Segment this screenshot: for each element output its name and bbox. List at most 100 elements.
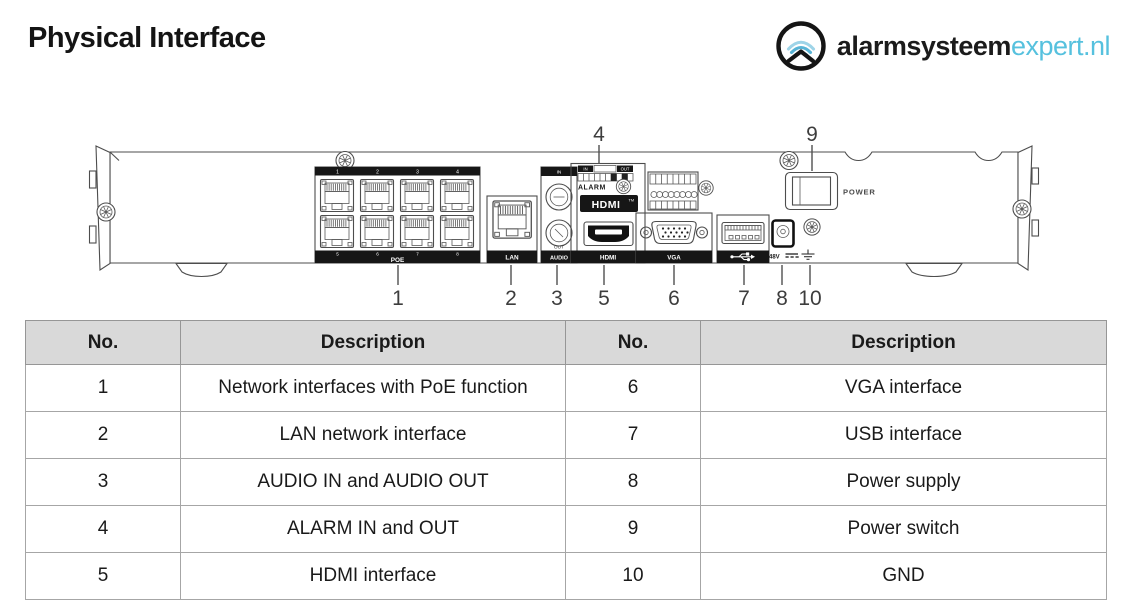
- usb-port-group: [716, 214, 770, 264]
- audio-out-label: OUT: [554, 245, 564, 251]
- chassis-foot: [904, 262, 964, 278]
- cell-description: GND: [700, 552, 1107, 600]
- power-switch: [791, 176, 832, 206]
- power-voltage-label: 48V: [769, 255, 780, 261]
- rj45-port: [359, 214, 395, 249]
- rj45-port: [439, 178, 475, 213]
- page-title: Physical Interface: [28, 22, 266, 54]
- dc-icon: [785, 253, 799, 258]
- alarm-label: ALARM: [578, 185, 606, 192]
- screw-icon: [1012, 199, 1032, 219]
- brand-logo-icon: [776, 21, 826, 71]
- callout-8: 8: [776, 287, 788, 310]
- wifi-arc-middle: [789, 45, 812, 55]
- alarm-hdmi-group: IN OUT ALARM HDMI TM HDMI: [570, 162, 646, 264]
- cell-no: 8: [565, 458, 701, 506]
- brand-logo: alarmsysteemexpert.nl: [774, 19, 1111, 73]
- rj45-port: [319, 214, 355, 249]
- poe-port-number: 8: [456, 252, 459, 257]
- chassis-foot: [174, 262, 229, 278]
- cell-no: 5: [25, 552, 181, 600]
- header-no-left: No.: [25, 320, 181, 365]
- rj45-port: [359, 178, 395, 213]
- cell-description: Power switch: [700, 505, 1107, 553]
- vga-label: VGA: [667, 255, 681, 262]
- poe-port-number: 7: [416, 252, 419, 257]
- callout-2: 2: [505, 287, 517, 310]
- callout-4: 4: [593, 123, 605, 146]
- callout-1: 1: [392, 287, 404, 310]
- usb-port: [721, 221, 765, 245]
- power-supply-group: 48V: [769, 218, 821, 261]
- header-no-right: No.: [565, 320, 701, 365]
- callout-3: 3: [551, 287, 563, 310]
- callout-6: 6: [668, 287, 680, 310]
- poe-port-number: 6: [376, 252, 379, 257]
- screw-icon: [96, 202, 116, 222]
- hdmi-badge-label: HDMI: [592, 199, 621, 211]
- poe-ports-group: 1 2 3 4 5 6 7 8 POE: [314, 166, 481, 264]
- cell-description: ALARM IN and OUT: [180, 505, 566, 553]
- cell-no: 4: [25, 505, 181, 553]
- rj45-port: [492, 200, 532, 239]
- poe-port-number: 1: [336, 170, 339, 176]
- power-switch-group: POWER: [784, 171, 876, 211]
- callout-5: 5: [598, 287, 610, 310]
- cell-no: 1: [25, 364, 181, 412]
- cell-description: Power supply: [700, 458, 1107, 506]
- table-header-row: No. Description No. Description: [25, 320, 1107, 365]
- vga-port-group: VGA: [635, 212, 713, 264]
- table-row: 2 LAN network interface 7 USB interface: [25, 411, 1107, 459]
- alarm-out-label: OUT: [621, 167, 630, 172]
- usb-icon: [730, 252, 755, 262]
- cell-no: 3: [25, 458, 181, 506]
- table-row: 3 AUDIO IN and AUDIO OUT 8 Power supply: [25, 458, 1107, 506]
- power-switch-label: POWER: [843, 188, 876, 197]
- table-row: 1 Network interfaces with PoE function 6…: [25, 364, 1107, 412]
- cell-no: 10: [565, 552, 701, 600]
- brand-wordmark: alarmsysteemexpert.nl: [836, 30, 1111, 62]
- interface-description-table: No. Description No. Description 1 Networ…: [25, 320, 1107, 600]
- lan-port-group: LAN: [486, 195, 538, 264]
- poe-port-number: 2: [376, 170, 379, 176]
- header-description-left: Description: [180, 320, 566, 365]
- header-description-right: Description: [700, 320, 1107, 365]
- hdmi-badge-tm: TM: [629, 199, 634, 203]
- rj45-port: [319, 178, 355, 213]
- cell-no: 6: [565, 364, 701, 412]
- audio-in-label: IN: [557, 170, 562, 176]
- device-rear-panel-diagram: 1 2 3 4 5 6 7 8 POE LAN: [88, 123, 1040, 310]
- audio-ports-group: IN OUT AUDIO: [540, 166, 578, 264]
- alarm-in-label: IN: [583, 167, 587, 172]
- rj45-port: [399, 178, 435, 213]
- audio-label: AUDIO: [550, 256, 569, 262]
- cell-no: 7: [565, 411, 701, 459]
- callout-numbers: 4 9 1 2 3 5 6 7 8 10: [392, 123, 822, 310]
- lan-label: LAN: [505, 255, 519, 262]
- screw-icon: [779, 150, 799, 171]
- cell-no: 2: [25, 411, 181, 459]
- callout-7: 7: [738, 287, 750, 310]
- vga-connector: [651, 220, 697, 245]
- hdmi-logo-badge: [580, 195, 638, 212]
- rj45-port: [439, 214, 475, 249]
- cell-description: Network interfaces with PoE function: [180, 364, 566, 412]
- roof-icon: [786, 49, 815, 64]
- hdmi-label: HDMI: [600, 255, 617, 262]
- callout-9: 9: [806, 123, 818, 146]
- callout-10: 10: [798, 287, 821, 310]
- cell-description: USB interface: [700, 411, 1107, 459]
- cell-description: VGA interface: [700, 364, 1107, 412]
- table-row: 5 HDMI interface 10 GND: [25, 552, 1107, 600]
- cell-description: HDMI interface: [180, 552, 566, 600]
- poe-port-number: 5: [336, 252, 339, 257]
- hdmi-port: [583, 221, 634, 247]
- callout-lines: [397, 145, 813, 285]
- cell-description: AUDIO IN and AUDIO OUT: [180, 458, 566, 506]
- poe-port-number: 4: [456, 170, 459, 176]
- brand-name-bold: alarmsysteem: [836, 30, 1012, 61]
- cell-no: 9: [565, 505, 701, 553]
- wifi-arc-outer: [786, 40, 815, 51]
- screw-icon: [615, 178, 632, 195]
